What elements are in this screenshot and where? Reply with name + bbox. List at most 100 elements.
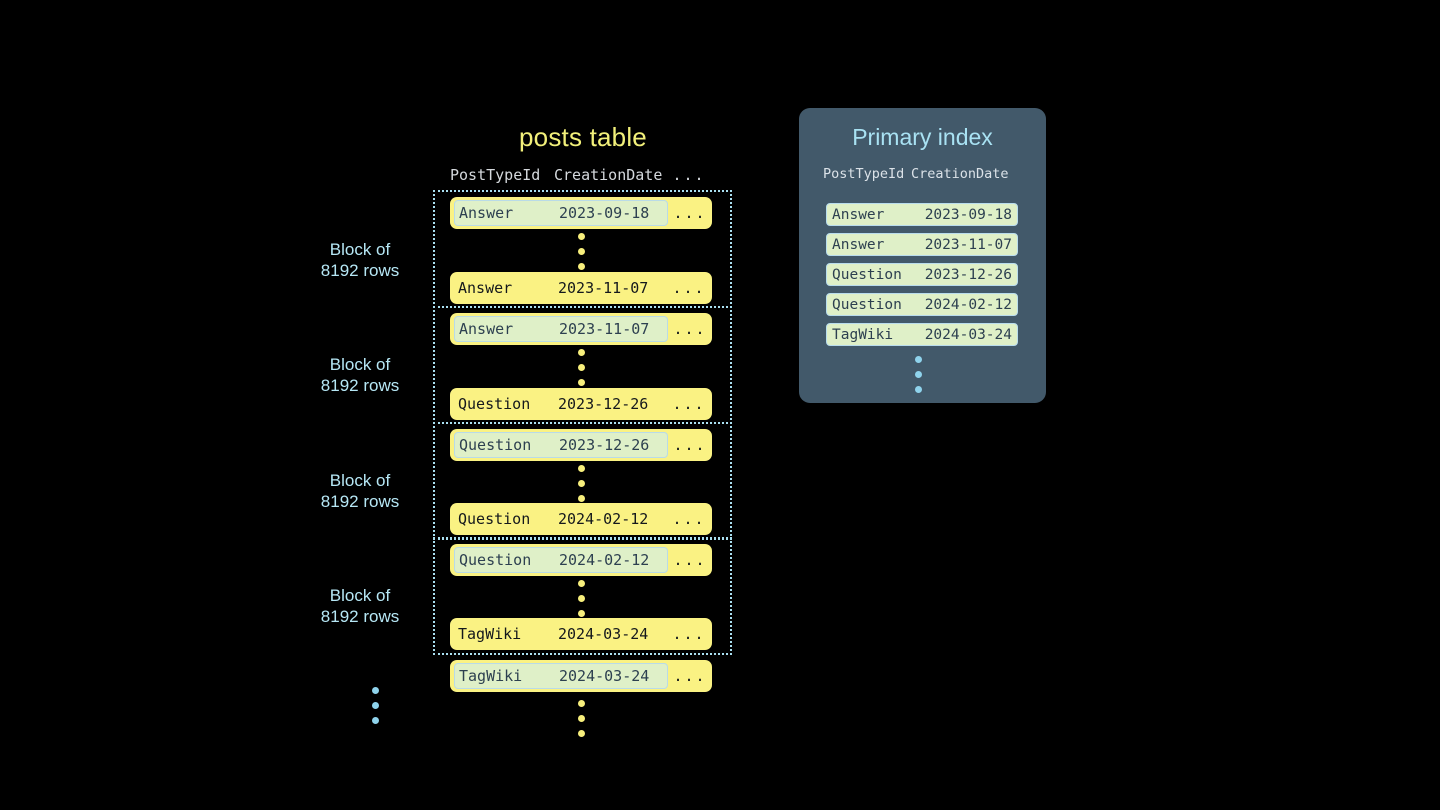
- block-label-1: Block of 8192 rows: [300, 239, 420, 281]
- cell-posttypeid: Question: [458, 395, 531, 413]
- dot: [578, 495, 585, 502]
- dot: [578, 349, 585, 356]
- cell-creationdate: 2024-02-12: [558, 510, 649, 528]
- table-bottom-ellipsis: [578, 700, 585, 737]
- dot: [578, 364, 585, 371]
- primary-index-column-headers: PostTypeId CreationDate: [823, 166, 1023, 182]
- block-label-line2: 8192 rows: [320, 261, 400, 280]
- cell-more: ...: [673, 551, 707, 569]
- dot: [578, 263, 585, 270]
- dot: [578, 730, 585, 737]
- cell-creationdate: 2024-03-24: [558, 625, 649, 643]
- index-cell-posttypeid: Question: [832, 296, 902, 313]
- index-cell-posttypeid: TagWiki: [832, 326, 894, 343]
- index-cell-posttypeid: Question: [832, 266, 902, 283]
- table-row: Question 2024-02-12 ...: [450, 544, 712, 576]
- table-row: Answer 2023-11-07 ...: [450, 272, 712, 304]
- block-label-line1: Block of: [329, 471, 391, 490]
- dot: [915, 371, 922, 378]
- cell-more: ...: [672, 625, 706, 643]
- index-column-header-posttypeid: PostTypeId: [823, 166, 905, 182]
- dot: [578, 595, 585, 602]
- table-row: Question 2023-12-26 ...: [450, 388, 712, 420]
- row-ellipsis: [578, 233, 585, 270]
- block-label-line2: 8192 rows: [320, 376, 400, 395]
- index-row: TagWiki 2024-03-24: [826, 323, 1018, 346]
- block-frame-4: [433, 537, 732, 655]
- block-label-line1: Block of: [329, 586, 391, 605]
- dot: [578, 248, 585, 255]
- table-row: Answer 2023-11-07 ...: [450, 313, 712, 345]
- dot: [578, 580, 585, 587]
- cell-posttypeid: Question: [459, 551, 532, 569]
- row-ellipsis: [578, 349, 585, 386]
- cell-posttypeid: Question: [459, 436, 532, 454]
- index-cell-posttypeid: Answer: [832, 236, 885, 253]
- cell-posttypeid: TagWiki: [458, 625, 522, 643]
- posts-table-column-headers: PostTypeId CreationDate ...: [450, 166, 712, 184]
- index-row: Question 2023-12-26: [826, 263, 1018, 286]
- cell-creationdate: 2023-09-18: [559, 204, 650, 222]
- table-row: Answer 2023-09-18 ...: [450, 197, 712, 229]
- dot: [372, 687, 379, 694]
- row-ellipsis: [578, 465, 585, 502]
- column-header-posttypeid: PostTypeId: [450, 166, 541, 184]
- dot: [915, 386, 922, 393]
- cell-more: ...: [672, 510, 706, 528]
- block-label-3: Block of 8192 rows: [300, 470, 420, 512]
- dot: [578, 715, 585, 722]
- dot: [578, 465, 585, 472]
- index-cell-creationdate: 2024-03-24: [924, 326, 1012, 343]
- dot: [578, 480, 585, 487]
- table-row-trailing: TagWiki 2024-03-24 ...: [450, 660, 712, 692]
- column-header-more: ...: [672, 166, 706, 184]
- primary-index-title: Primary index: [852, 124, 993, 150]
- index-cell-creationdate: 2023-12-26: [924, 266, 1012, 283]
- dot: [578, 610, 585, 617]
- index-cell-creationdate: 2024-02-12: [924, 296, 1012, 313]
- index-cell-creationdate: 2023-09-18: [924, 206, 1012, 223]
- cell-creationdate: 2023-11-07: [559, 320, 650, 338]
- cell-more: ...: [672, 279, 706, 297]
- index-row: Question 2024-02-12: [826, 293, 1018, 316]
- cell-creationdate: 2023-11-07: [558, 279, 649, 297]
- dot: [372, 702, 379, 709]
- table-row: Question 2024-02-12 ...: [450, 503, 712, 535]
- blocks-bottom-ellipsis: [372, 687, 379, 724]
- dot: [578, 233, 585, 240]
- block-label-line1: Block of: [329, 240, 391, 259]
- cell-creationdate: 2024-03-24: [559, 667, 650, 685]
- table-row: TagWiki 2024-03-24 ...: [450, 618, 712, 650]
- index-row: Answer 2023-11-07: [826, 233, 1018, 256]
- cell-posttypeid: TagWiki: [459, 667, 523, 685]
- block-label-4: Block of 8192 rows: [300, 585, 420, 627]
- block-label-2: Block of 8192 rows: [300, 354, 420, 396]
- cell-creationdate: 2023-12-26: [559, 436, 650, 454]
- cell-creationdate: 2024-02-12: [559, 551, 650, 569]
- posts-table-title: posts table: [519, 122, 647, 152]
- index-row: Answer 2023-09-18: [826, 203, 1018, 226]
- cell-posttypeid: Question: [458, 510, 531, 528]
- index-column-header-creationdate: CreationDate: [911, 166, 1009, 182]
- dot: [578, 700, 585, 707]
- block-label-line2: 8192 rows: [320, 607, 400, 626]
- dot: [578, 379, 585, 386]
- block-frame-3: [433, 422, 732, 540]
- cell-posttypeid: Answer: [458, 279, 513, 297]
- dot: [372, 717, 379, 724]
- index-cell-posttypeid: Answer: [832, 206, 885, 223]
- cell-more: ...: [673, 320, 707, 338]
- cell-creationdate: 2023-12-26: [558, 395, 649, 413]
- cell-more: ...: [673, 204, 707, 222]
- row-ellipsis: [578, 580, 585, 617]
- block-label-line1: Block of: [329, 355, 391, 374]
- cell-posttypeid: Answer: [459, 320, 514, 338]
- cell-more: ...: [673, 436, 707, 454]
- cell-posttypeid: Answer: [459, 204, 514, 222]
- cell-more: ...: [672, 395, 706, 413]
- index-cell-creationdate: 2023-11-07: [924, 236, 1012, 253]
- dot: [915, 356, 922, 363]
- column-header-creationdate: CreationDate: [554, 166, 663, 184]
- table-row: Question 2023-12-26 ...: [450, 429, 712, 461]
